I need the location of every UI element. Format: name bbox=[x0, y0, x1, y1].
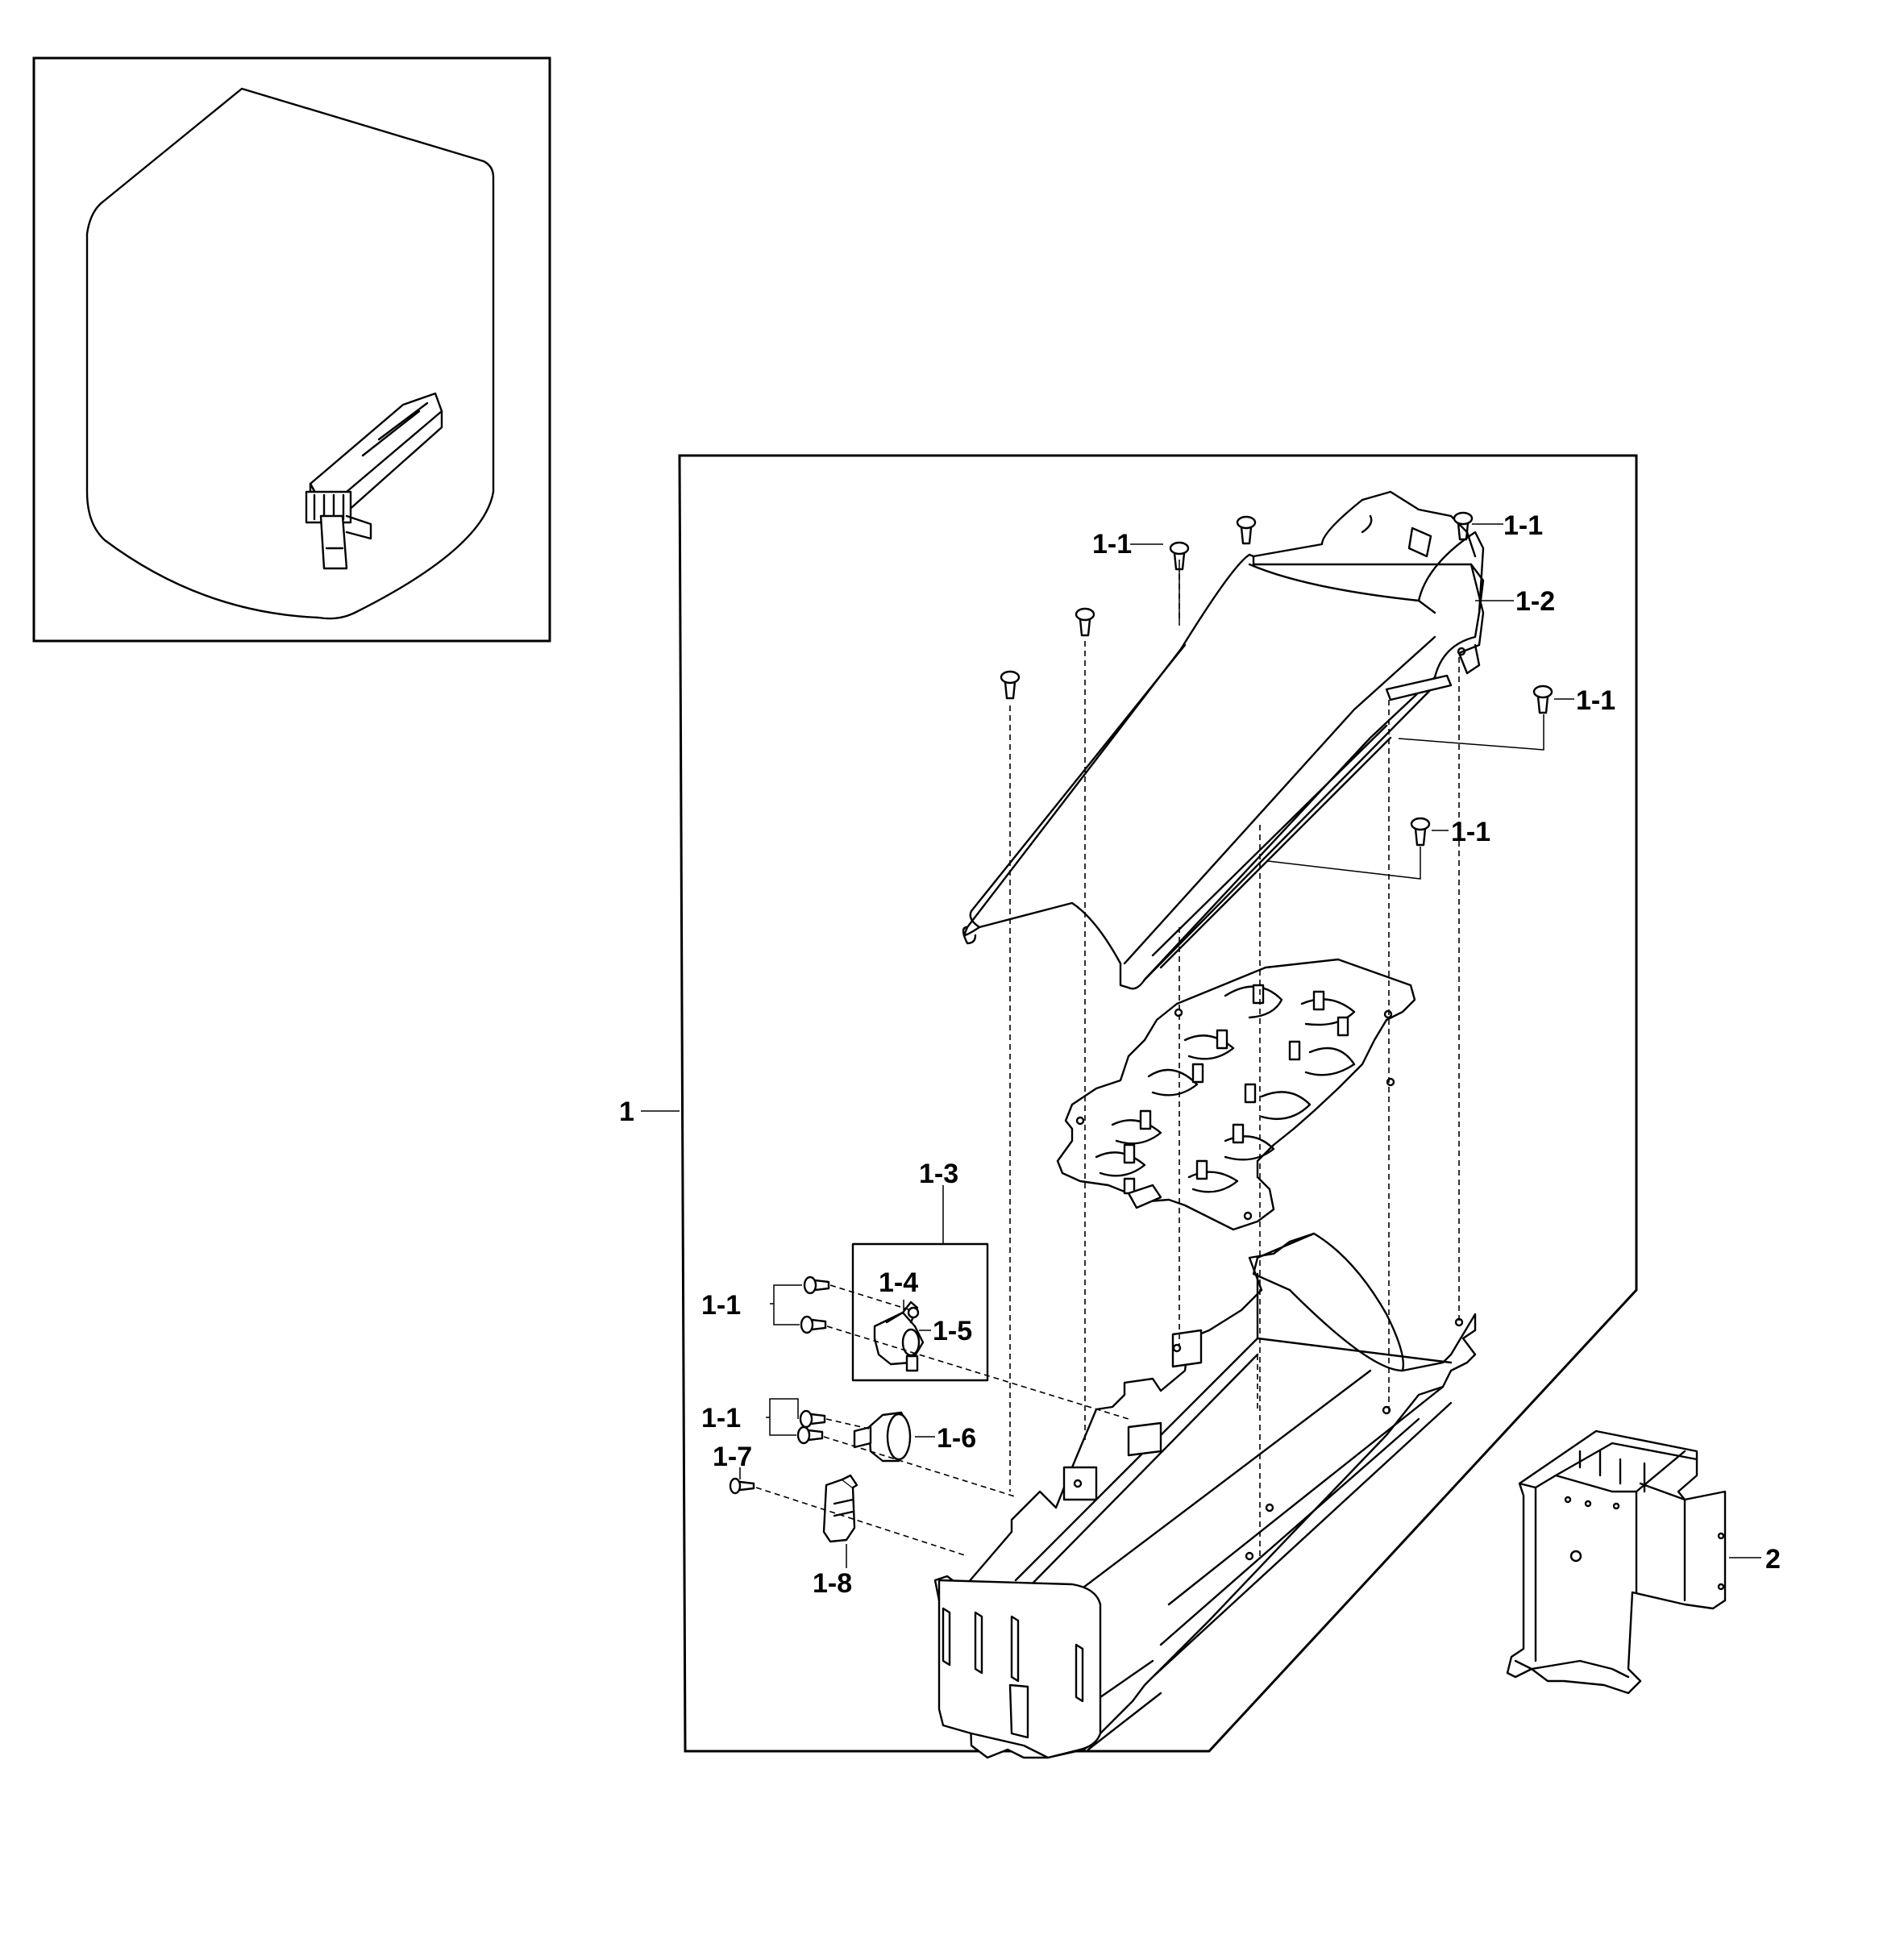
label-thermostat-1-6: 1-6 bbox=[937, 1423, 976, 1454]
label-bracket-2: 2 bbox=[1765, 1544, 1781, 1575]
screw-icon bbox=[1000, 670, 1021, 700]
bracket-2 bbox=[1506, 1429, 1727, 1695]
inset-frame bbox=[32, 56, 551, 643]
label-screw-1-7: 1-7 bbox=[713, 1442, 752, 1472]
heater-plate bbox=[1056, 958, 1416, 1231]
top-cover-1-2 bbox=[962, 490, 1485, 990]
label-screw-top-right: 1-1 bbox=[1503, 510, 1543, 541]
thermostat-1-6 bbox=[853, 1411, 912, 1463]
label-assembly-1: 1 bbox=[619, 1096, 634, 1127]
screw-icon bbox=[729, 1477, 755, 1495]
label-screw-group-lower: 1-1 bbox=[701, 1403, 741, 1434]
label-screw-right-lower: 1-1 bbox=[1451, 817, 1490, 847]
screw-icon bbox=[799, 1409, 826, 1429]
alignment-lines bbox=[755, 574, 1460, 1557]
heater-housing bbox=[933, 1232, 1477, 1759]
screw-icon bbox=[1075, 607, 1095, 637]
connector-1-8 bbox=[822, 1474, 858, 1543]
screw-icon bbox=[1453, 511, 1474, 541]
label-cover-1-2: 1-2 bbox=[1515, 586, 1555, 617]
screw-icon bbox=[1236, 515, 1257, 545]
part-labels: 1 1-1 1-1 1-2 1-1 1-1 1-3 1-4 1-5 1-1 1-… bbox=[619, 510, 1781, 1599]
label-group-1-3: 1-3 bbox=[919, 1159, 958, 1189]
label-screw-top-left: 1-1 bbox=[1092, 529, 1132, 560]
screw-icon bbox=[1410, 817, 1431, 847]
label-screw-right-upper: 1-1 bbox=[1576, 685, 1615, 716]
inset-heater-assembly bbox=[305, 392, 443, 570]
screws bbox=[729, 511, 1553, 1495]
label-part-1-4: 1-4 bbox=[879, 1267, 918, 1298]
label-screw-group-upper: 1-1 bbox=[701, 1290, 741, 1321]
assembly-1-frame bbox=[678, 454, 1638, 1753]
label-part-1-5: 1-5 bbox=[933, 1316, 972, 1346]
screw-icon bbox=[800, 1315, 827, 1334]
dryer-cabinet-outline bbox=[85, 87, 495, 620]
screw-icon bbox=[1532, 685, 1553, 714]
label-connector-1-8: 1-8 bbox=[813, 1568, 852, 1599]
group-1-3-box bbox=[851, 1242, 989, 1382]
thermostat-1-5 bbox=[873, 1300, 925, 1372]
screw-icon bbox=[803, 1275, 830, 1295]
screw-icon bbox=[796, 1425, 824, 1445]
overview-inset bbox=[32, 56, 551, 643]
leader-lines bbox=[739, 523, 1761, 1568]
